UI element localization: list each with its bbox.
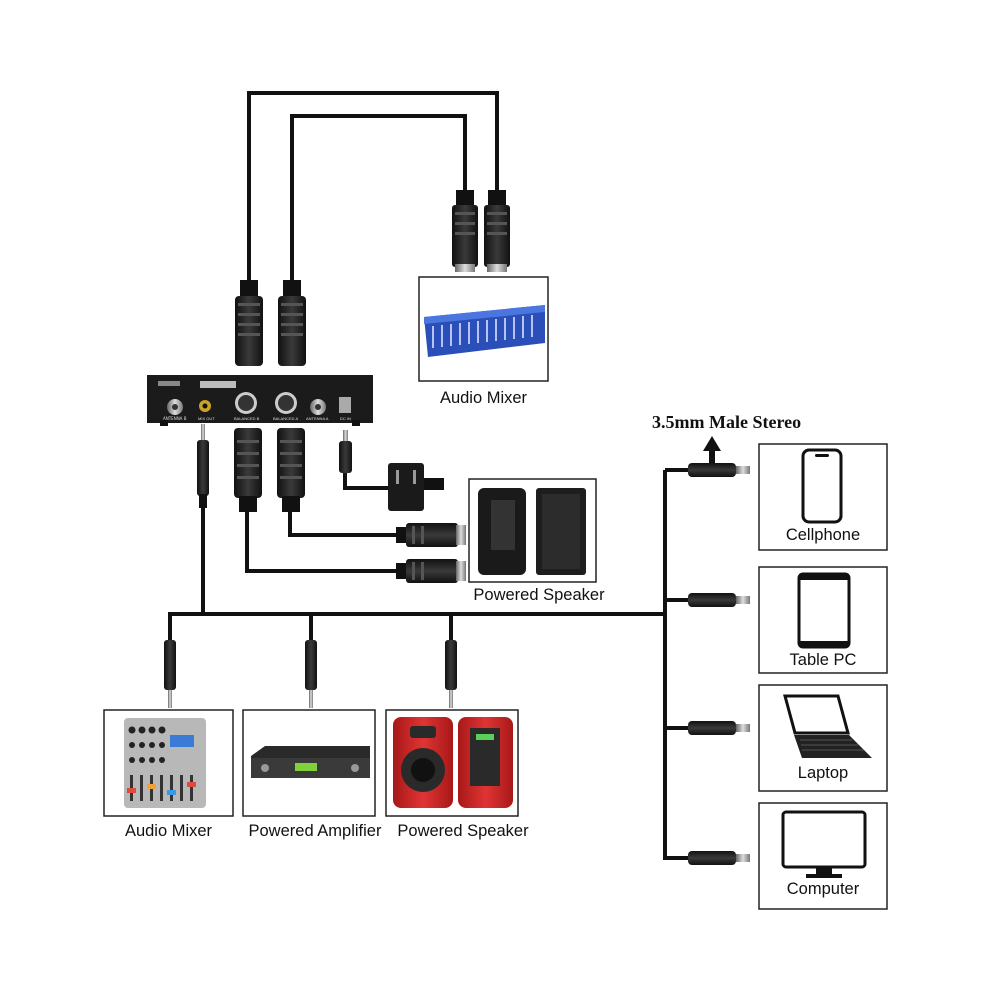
label-audio-mixer-top: Audio Mixer [439, 389, 528, 407]
label-powered-amplifier: Powered Amplifier [248, 822, 382, 840]
label-powered-speaker-top: Powered Speaker [473, 586, 605, 604]
cable-xlr-lower-b [288, 510, 400, 537]
cable-top-inner [290, 114, 467, 285]
xlr-male-connector [396, 559, 466, 583]
arrow-up-icon [703, 436, 721, 463]
jack-plug-connector [445, 640, 457, 708]
label-tablet: Table PC [789, 651, 857, 669]
tablet-box [758, 566, 888, 674]
dc-plug-connector [339, 430, 352, 473]
panel-label-mix-out: MIX OUT [198, 416, 215, 421]
stereo-35mm-plug [688, 463, 750, 477]
xlr-male-connector [484, 190, 510, 272]
panel-label-antenna-a: ANTENNA A [306, 416, 329, 421]
jack-plug-connector [305, 640, 317, 708]
mixer-console-image [424, 305, 545, 357]
cables [168, 91, 690, 860]
jack-plug-connector [197, 424, 209, 508]
connector-title: 3.5mm Male Stereo [652, 412, 802, 432]
panel-label-antenna-b: ANTENNA B [163, 416, 187, 421]
panel-label-dc-in: DC IN [340, 416, 351, 421]
panel-label-balanced-a: BALANCED A [273, 416, 298, 421]
xlr-male-connector [452, 190, 478, 272]
cable-dc [343, 470, 390, 490]
xlr-female-connector [235, 280, 263, 366]
xlr-female-connector [234, 428, 262, 512]
label-laptop: Laptop [797, 764, 849, 782]
computer-box [758, 802, 888, 910]
panel-label-balanced-b: BALANCED B [234, 416, 260, 421]
stereo-35mm-plug [688, 851, 750, 865]
label-computer: Computer [786, 880, 860, 898]
stereo-35mm-plug [688, 721, 750, 735]
cellphone-box [758, 443, 888, 551]
wireless-receiver [147, 375, 373, 426]
cable-top-outer [247, 91, 499, 285]
audio-mixer-bottom-box [103, 709, 234, 817]
power-adapter [388, 463, 444, 511]
label-cellphone: Cellphone [785, 526, 861, 544]
cable-xlr-lower-a [245, 510, 400, 573]
xlr-male-connector [396, 523, 466, 547]
label-audio-mixer-bottom: Audio Mixer [124, 822, 213, 840]
powered-speaker-bottom-box [385, 709, 519, 817]
xlr-female-connector [278, 280, 306, 366]
powered-amplifier-box [242, 709, 376, 817]
powered-speaker-top-box [468, 478, 597, 583]
laptop-box [758, 684, 888, 792]
xlr-female-connector [277, 428, 305, 512]
stereo-35mm-plug [688, 593, 750, 607]
audio-mixer-top-box [418, 276, 549, 382]
label-powered-speaker-bottom: Powered Speaker [397, 822, 529, 840]
jack-plug-connector [164, 640, 176, 708]
